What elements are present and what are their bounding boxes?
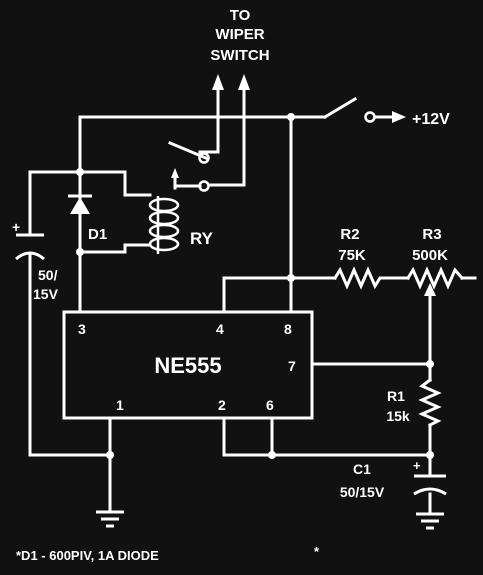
capacitor-c1-symbol (413, 460, 447, 496)
relay-label: RY (190, 229, 214, 248)
c1-value: 50/15V (340, 484, 385, 500)
diode-label: D1 (88, 226, 107, 243)
footnote-text: *D1 - 600PIV, 1A DIODE (16, 548, 159, 563)
ic-body (62, 310, 314, 420)
c1-plus: + (413, 458, 421, 473)
ic-pin-2: 2 (218, 397, 226, 413)
supply-voltage-label: +12V (412, 111, 450, 128)
r1-name: R1 (387, 388, 405, 404)
header-line1: TO (230, 7, 251, 24)
ic-pin-7: 7 (288, 358, 296, 374)
ic-pin-6: 6 (266, 397, 274, 413)
ground-symbol-left (96, 510, 124, 528)
ic-pin-4: 4 (216, 321, 224, 337)
diode-d1-symbol (68, 194, 92, 214)
r3-value: 500K (412, 247, 448, 264)
r3-wiper-arrow (424, 283, 436, 296)
circuit-wires (28, 115, 477, 514)
potentiometer-r3-symbol (405, 266, 465, 290)
r1-value: 15k (386, 408, 410, 424)
c1-name: C1 (353, 461, 371, 477)
r3-name: R3 (422, 226, 441, 243)
left-capacitor-value-line2: 15V (33, 286, 59, 302)
ic-name: NE555 (154, 353, 221, 378)
footnote-star: * (314, 544, 320, 559)
relay-contacts (168, 141, 220, 192)
relay-coil-symbol (148, 196, 180, 254)
ic-pin-8: 8 (284, 321, 292, 337)
left-capacitor-value-line1: 50/ (38, 267, 58, 283)
wiper-switch-arrows (208, 74, 250, 187)
ground-symbol-right (416, 512, 444, 530)
r2-value: 75K (338, 247, 366, 264)
resistor-r2-symbol (332, 266, 387, 290)
top-supply-rail (78, 96, 406, 123)
left-capacitor-symbol (15, 233, 45, 261)
header-line3: SWITCH (210, 47, 269, 64)
left-capacitor-plus: + (12, 219, 20, 235)
ic-pin-3: 3 (78, 321, 86, 337)
resistor-r1-symbol (418, 377, 442, 428)
header-line2: WIPER (215, 26, 264, 43)
r2-name: R2 (340, 226, 359, 243)
ic-pin-1: 1 (116, 397, 124, 413)
